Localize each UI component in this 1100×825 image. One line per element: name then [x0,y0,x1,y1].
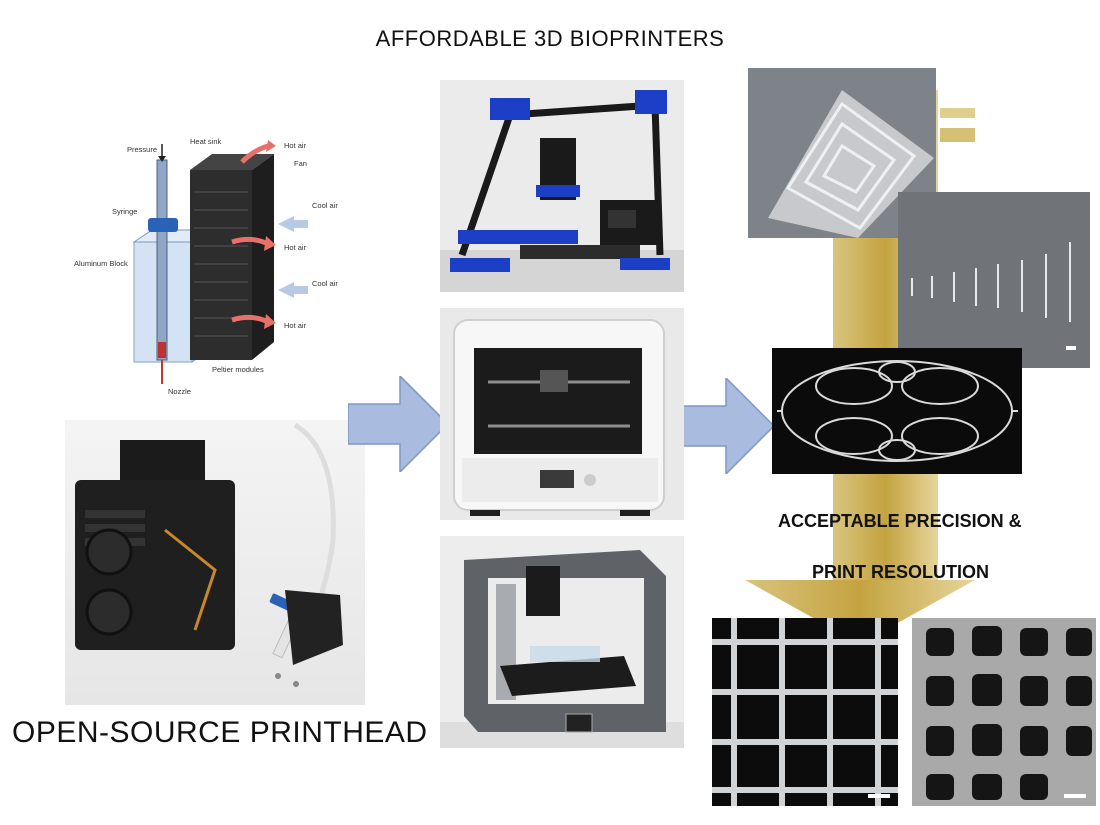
bioprinter-photo-2 [440,308,684,520]
printhead-title: OPEN-SOURCE PRINTHEAD [12,716,428,749]
results-label-line1: ACCEPTABLE PRECISION & [778,511,1022,531]
label-hot-air-top: Hot air [284,141,307,150]
result-branching-channels [772,348,1022,474]
label-heat-sink: Heat sink [190,137,222,146]
label-aluminum-block: Aluminum Block [74,259,128,268]
label-nozzle: Nozzle [168,387,191,396]
label-cool-air-1: Cool air [312,201,338,210]
label-pressure: Pressure [127,145,157,154]
arrow-to-printers [348,376,450,472]
label-peltier: Peltier modules [212,365,264,374]
page-title: AFFORDABLE 3D BIOPRINTERS [375,26,725,51]
printhead-photo [65,420,365,705]
bioprinter-photo-3 [440,536,684,748]
results-label-line2: PRINT RESOLUTION [812,562,990,582]
result-grid-scaffold-2 [912,618,1096,806]
label-hot-air-mid: Hot air [284,243,307,252]
result-grid-scaffold-1 [712,618,898,806]
printhead-schematic: Pressure Heat sink Hot air Fan Syringe C… [72,132,372,404]
label-syringe: Syringe [112,207,137,216]
result-tube-array [898,192,1090,368]
label-fan: Fan [294,159,307,168]
bioprinter-photo-1 [440,80,684,292]
label-cool-air-2: Cool air [312,279,338,288]
arrow-to-results [672,378,776,474]
label-hot-air-bottom: Hot air [284,321,307,330]
